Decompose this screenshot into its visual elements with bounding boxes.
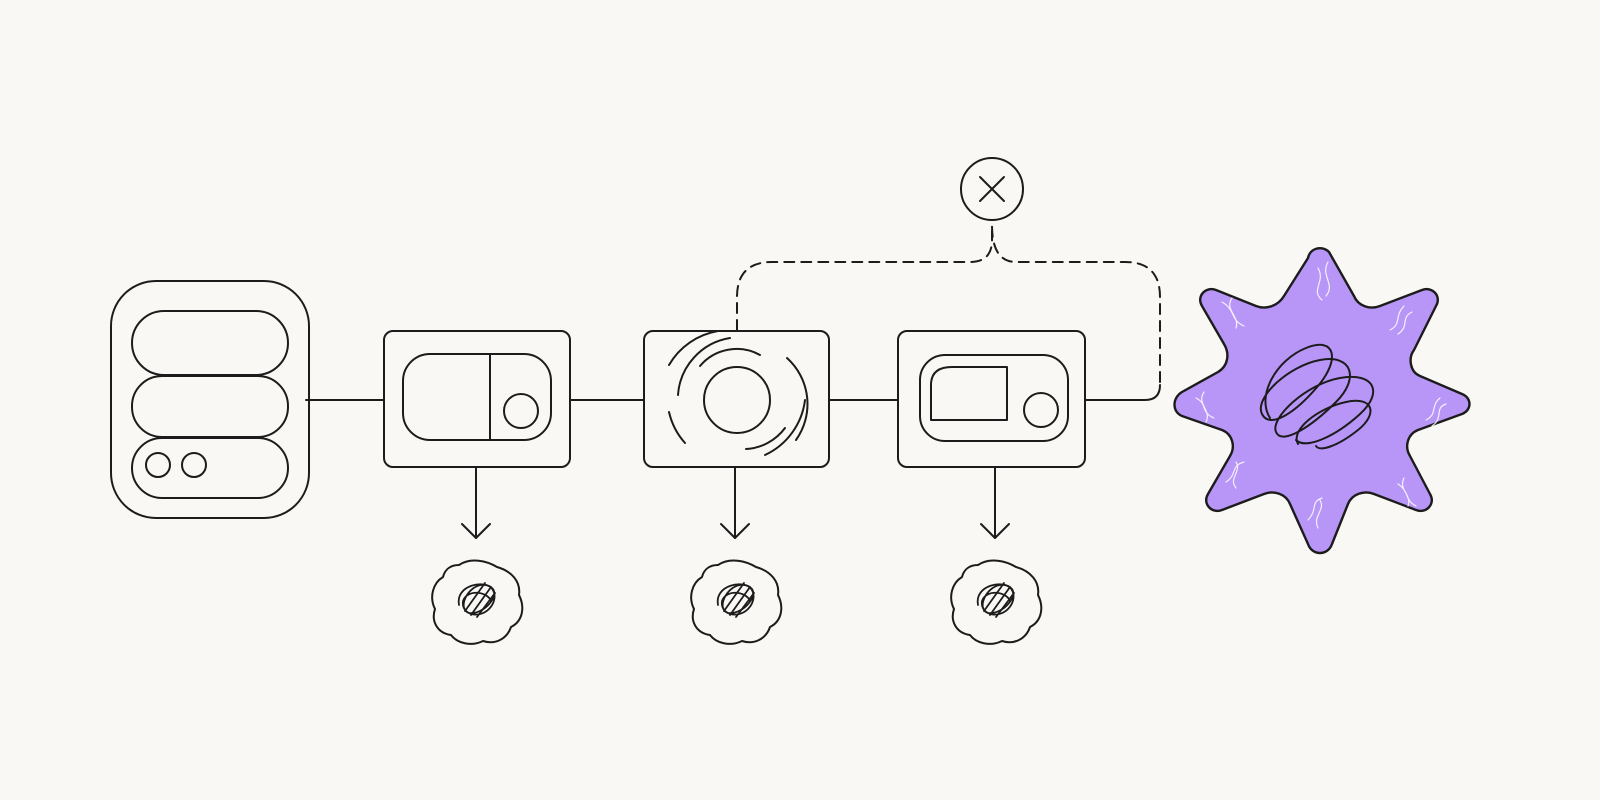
scribble-blob-icon — [950, 559, 1043, 645]
connectors — [305, 384, 1161, 401]
starburst-shape — [1173, 246, 1471, 555]
bypass-dashed-path — [736, 224, 1161, 386]
starburst-black-scribble — [1259, 343, 1375, 450]
scribble-blob-icon — [431, 559, 524, 645]
spinning-disc-icon — [643, 330, 830, 468]
scribble-blob-icon — [690, 559, 783, 645]
close-icon — [960, 157, 1024, 221]
arrow-down-icon — [461, 467, 491, 539]
starburst-scribble-icon — [1173, 246, 1471, 555]
output-arrows — [461, 467, 1010, 539]
arrow-down-icon — [720, 467, 750, 539]
starburst-white-scribbles — [1195, 261, 1447, 529]
arrow-down-icon — [980, 467, 1010, 539]
control-panel-icon — [897, 330, 1086, 468]
connector-stage3-output — [1084, 384, 1161, 401]
toggle-switch-panel-icon — [383, 330, 571, 468]
database-server-icon — [110, 280, 310, 519]
